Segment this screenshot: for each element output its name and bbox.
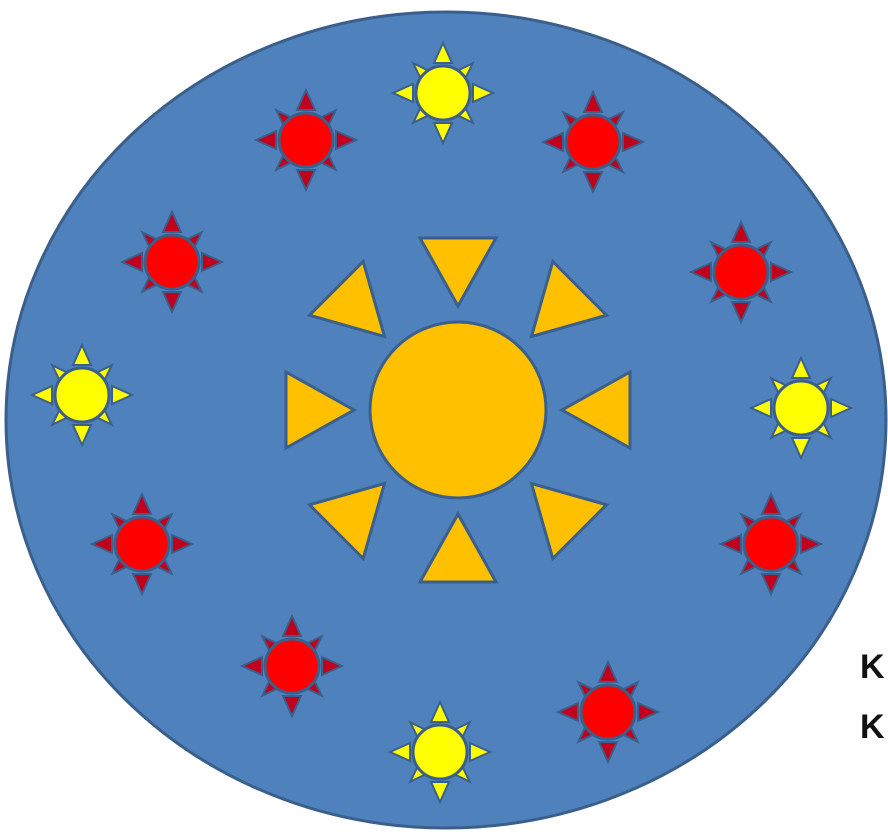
sun-left-lower-core	[115, 517, 169, 571]
sun-bottom-left-core	[265, 639, 319, 693]
cut-off-text-line-1: K	[860, 650, 885, 684]
sun-right-lower-core	[744, 517, 798, 571]
sun-right-core	[774, 381, 828, 435]
sun-top-core	[416, 66, 470, 120]
sun-left-upper-core	[145, 235, 199, 289]
big-sun	[286, 238, 630, 582]
sun-bottom-core	[413, 725, 467, 779]
sun-top-left-core	[279, 113, 333, 167]
sun-top-right-core	[566, 115, 620, 169]
big-sun-core	[370, 322, 546, 498]
sun-right-upper-core	[714, 245, 768, 299]
cut-off-text-line-2: K	[860, 710, 885, 744]
sun-left-core	[55, 368, 109, 422]
sun-bottom-right-core	[581, 685, 635, 739]
